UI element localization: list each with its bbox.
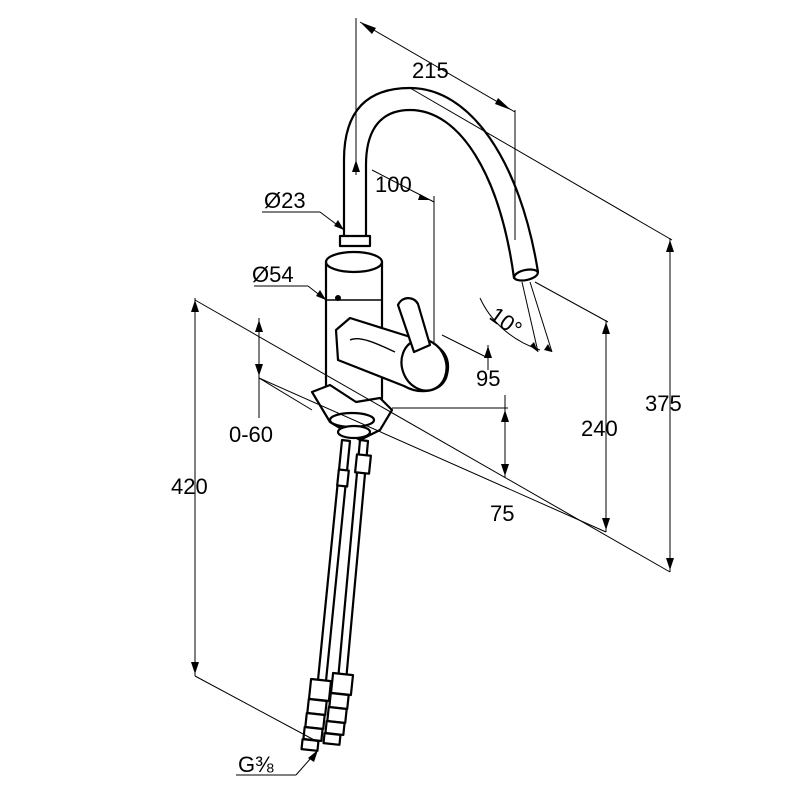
lever-groove	[349, 338, 396, 353]
dim-label-lever-depth: 95	[476, 366, 500, 391]
dim-label-swivel-angle: 10°	[485, 302, 527, 342]
spout-outlet	[513, 268, 539, 282]
dim-label-counter-thickness: 0-60	[229, 422, 273, 447]
dim-label-connection-thread: G⅜	[238, 752, 274, 777]
dim-label-lever-offset: 100	[375, 172, 412, 197]
dim-label-spout-height: 240	[581, 416, 618, 441]
spout-gooseneck	[342, 86, 540, 280]
dim-label-total-height: 375	[645, 391, 682, 416]
base-nut	[336, 424, 372, 440]
body-top	[324, 250, 384, 274]
fitting-right	[322, 671, 355, 746]
fitting-left	[300, 677, 333, 752]
dim-label-spout-reach: 215	[412, 58, 449, 83]
body-indicator-dot	[335, 295, 341, 301]
hose-coupling-left	[336, 468, 350, 488]
faucet-body-group	[300, 86, 540, 752]
base-washer	[328, 411, 376, 429]
dimension-lines	[194, 18, 673, 776]
hose-coupling-right	[353, 453, 373, 475]
handle-lever	[396, 297, 432, 354]
arrowheads	[191, 22, 674, 762]
dim-label-pipe-diameter: Ø23	[264, 188, 306, 213]
dim-label-base-height: 75	[490, 501, 514, 526]
dim-label-hose-length: 420	[171, 474, 208, 499]
pipe-ring	[338, 234, 372, 248]
dim-label-body-diameter: Ø54	[252, 262, 294, 287]
